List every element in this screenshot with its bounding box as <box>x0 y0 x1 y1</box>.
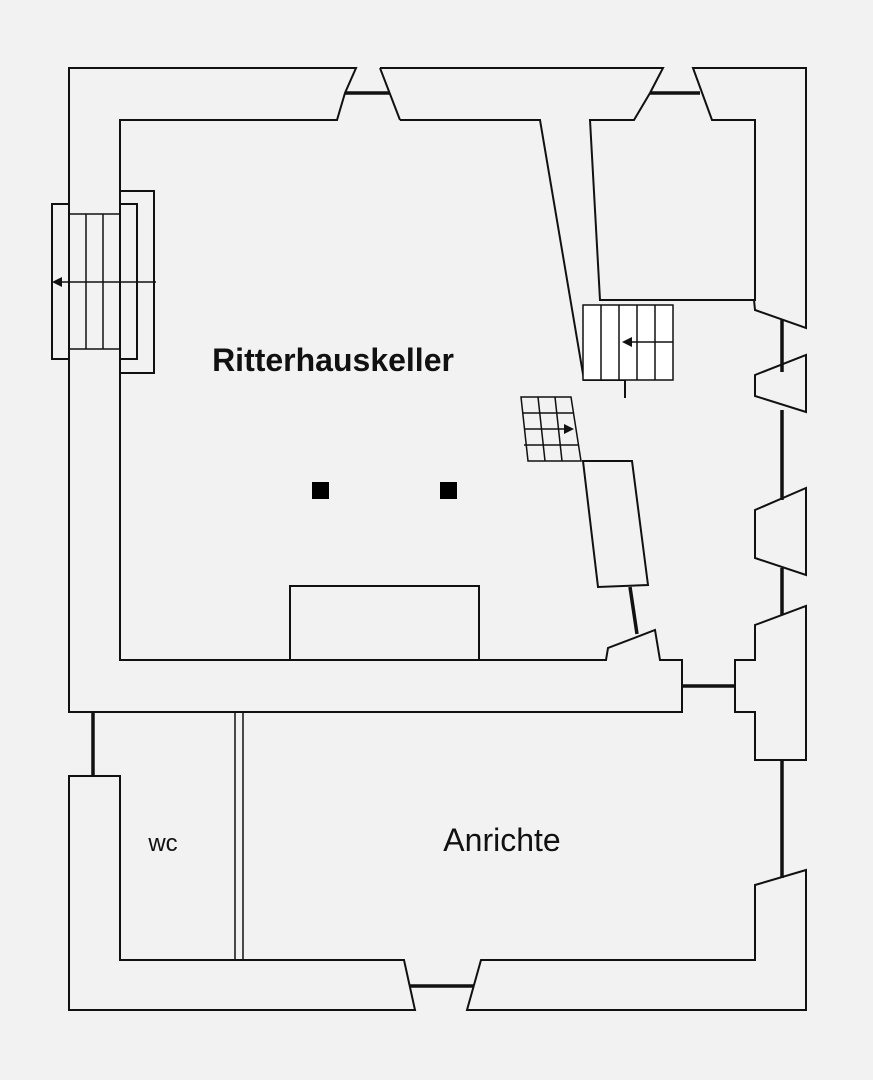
stair-right-top <box>582 304 674 381</box>
wall-bottom-left <box>68 775 417 1011</box>
wall-bottom-right <box>465 868 807 1011</box>
stair-right-small <box>520 396 582 462</box>
arrow-right-icon <box>564 424 574 434</box>
room-label-wc: wc <box>147 830 177 857</box>
arrow-left-icon <box>52 277 62 287</box>
wall-main-outer <box>68 67 683 713</box>
wall-pier-2 <box>754 486 807 577</box>
opening-corridor <box>628 586 639 635</box>
room-wc-outline <box>95 711 236 960</box>
pillar <box>312 482 329 499</box>
wall-corridor-block <box>581 460 650 589</box>
wall-top-middle <box>380 67 807 330</box>
stair-left <box>51 190 156 374</box>
pillar <box>440 482 457 499</box>
wall-pier-3 <box>734 604 807 761</box>
room-label-ritterhauskeller: Ritterhauskeller <box>212 342 454 378</box>
wall-pier-1 <box>754 353 807 414</box>
counter-block <box>289 585 480 661</box>
arrow-left-icon <box>622 337 632 347</box>
room-label-anrichte: Anrichte <box>443 822 560 858</box>
